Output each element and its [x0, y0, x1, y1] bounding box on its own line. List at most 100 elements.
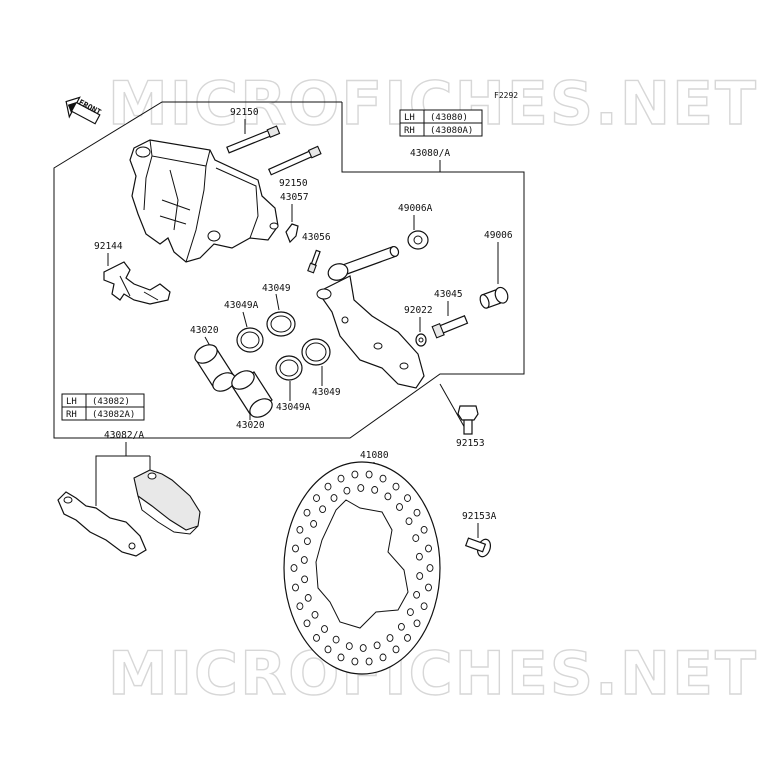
disc-hole	[392, 645, 400, 654]
caliper-lh-label: LH	[404, 113, 415, 123]
disc-hole	[300, 556, 308, 564]
disc-hole	[319, 505, 327, 514]
label-43049-bottom: 43049	[312, 387, 341, 398]
disc-hole	[292, 583, 299, 592]
disc-hole	[296, 525, 304, 534]
disc-hole	[415, 552, 423, 561]
bleeder-valve-43056	[307, 249, 321, 274]
sleeve-43045	[431, 315, 469, 339]
label-43080A: 43080/A	[410, 148, 450, 159]
disc-hole	[311, 610, 319, 619]
disc-hole	[384, 492, 392, 501]
pads-rh-label: RH	[66, 410, 77, 420]
disc-hole	[357, 484, 365, 492]
disc-hole	[406, 608, 414, 616]
label-43056: 43056	[302, 232, 331, 243]
disc-hole	[373, 641, 381, 650]
figure-ref: F2292	[494, 91, 518, 100]
label-43020-bottom: 43020	[236, 420, 265, 431]
label-43020-top: 43020	[190, 325, 219, 336]
pin-92150-top	[226, 125, 281, 154]
label-43049-top: 43049	[262, 283, 291, 294]
watermark-bottom: MICROFICHES.NET	[108, 639, 758, 709]
disc-hole	[379, 653, 387, 662]
disc-hole	[301, 575, 309, 584]
disc-hole	[416, 572, 424, 580]
front-arrow-icon	[65, 96, 101, 125]
label-43082A: 43082/A	[104, 430, 144, 441]
disc-hole	[324, 645, 332, 654]
pads-side-table: LH (43082) RH (43082A)	[61, 393, 145, 421]
label-92022: 92022	[404, 305, 433, 316]
disc-hole	[303, 508, 311, 517]
disc-hole	[337, 653, 345, 662]
disc-hole	[365, 657, 373, 666]
disc-hole	[379, 474, 387, 483]
disc-hole	[404, 494, 411, 502]
disc-hole	[420, 602, 428, 611]
disc-hole	[386, 634, 394, 642]
disc-hole	[351, 657, 359, 666]
caliper-body	[129, 139, 279, 263]
disc-hole	[397, 622, 405, 631]
disc-hole	[310, 520, 318, 528]
disc-hole	[343, 486, 351, 495]
label-43049A-top: 43049A	[224, 300, 259, 311]
caliper-rh-label: RH	[404, 126, 415, 136]
disc-hole	[313, 494, 320, 502]
brake-pad-right	[133, 469, 201, 535]
disc-holes	[290, 470, 434, 666]
disc-hole	[296, 602, 304, 611]
disc-hole	[313, 634, 320, 642]
caliper-bracket	[316, 275, 425, 389]
disc-hole	[324, 482, 332, 491]
label-92150-bottom: 92150	[279, 178, 308, 189]
label-43057: 43057	[280, 192, 309, 203]
label-49006A: 49006A	[398, 203, 433, 214]
label-49006: 49006	[484, 230, 513, 241]
label-43049A-bottom: 43049A	[276, 402, 311, 413]
caliper-assembly-outline	[53, 101, 525, 439]
pads-lh-label: LH	[66, 397, 77, 407]
piston-43020-top	[194, 344, 236, 392]
disc-hole	[290, 564, 298, 572]
disc-hole	[425, 544, 432, 553]
disc-hole	[404, 634, 411, 642]
caliper-side-table: LH (43080) RH (43080A)	[399, 109, 483, 137]
label-92144: 92144	[94, 241, 123, 252]
boot-49006A	[407, 230, 429, 250]
disc-hole	[351, 470, 359, 479]
brake-pad-left	[57, 491, 147, 557]
disc-hole	[413, 590, 421, 599]
label-41080: 41080	[360, 450, 389, 461]
disc-hole	[345, 642, 353, 650]
label-92153: 92153	[456, 438, 485, 449]
disc-hole	[365, 470, 373, 479]
disc-hole	[359, 644, 367, 652]
disc-hole	[426, 564, 434, 572]
disc-hole	[412, 534, 420, 542]
disc-hole	[420, 525, 428, 534]
disc-hole	[396, 503, 403, 511]
pads-lh-code: (43082)	[92, 397, 130, 407]
label-92153A: 92153A	[462, 511, 497, 522]
bleeder-cap-43057	[285, 223, 299, 244]
disc-hole	[321, 625, 328, 633]
label-43045: 43045	[434, 289, 463, 300]
brake-disc-41080	[283, 461, 441, 675]
disc-hole	[332, 635, 340, 644]
bracket-pin	[327, 245, 400, 281]
bolt-92153	[457, 405, 479, 435]
disc-bolt-92153A	[464, 537, 492, 558]
caliper-lh-code: (43080)	[430, 113, 468, 123]
label-92150-top: 92150	[230, 107, 259, 118]
disc-hole	[304, 594, 312, 602]
pads-rh-code: (43082A)	[92, 410, 135, 420]
disc-hole	[292, 544, 299, 553]
disc-hole	[425, 583, 432, 592]
boot-49006	[479, 286, 509, 309]
pin-92150-bottom	[267, 145, 322, 176]
caliper-rh-code: (43080A)	[430, 126, 473, 136]
disc-hole	[405, 517, 413, 526]
